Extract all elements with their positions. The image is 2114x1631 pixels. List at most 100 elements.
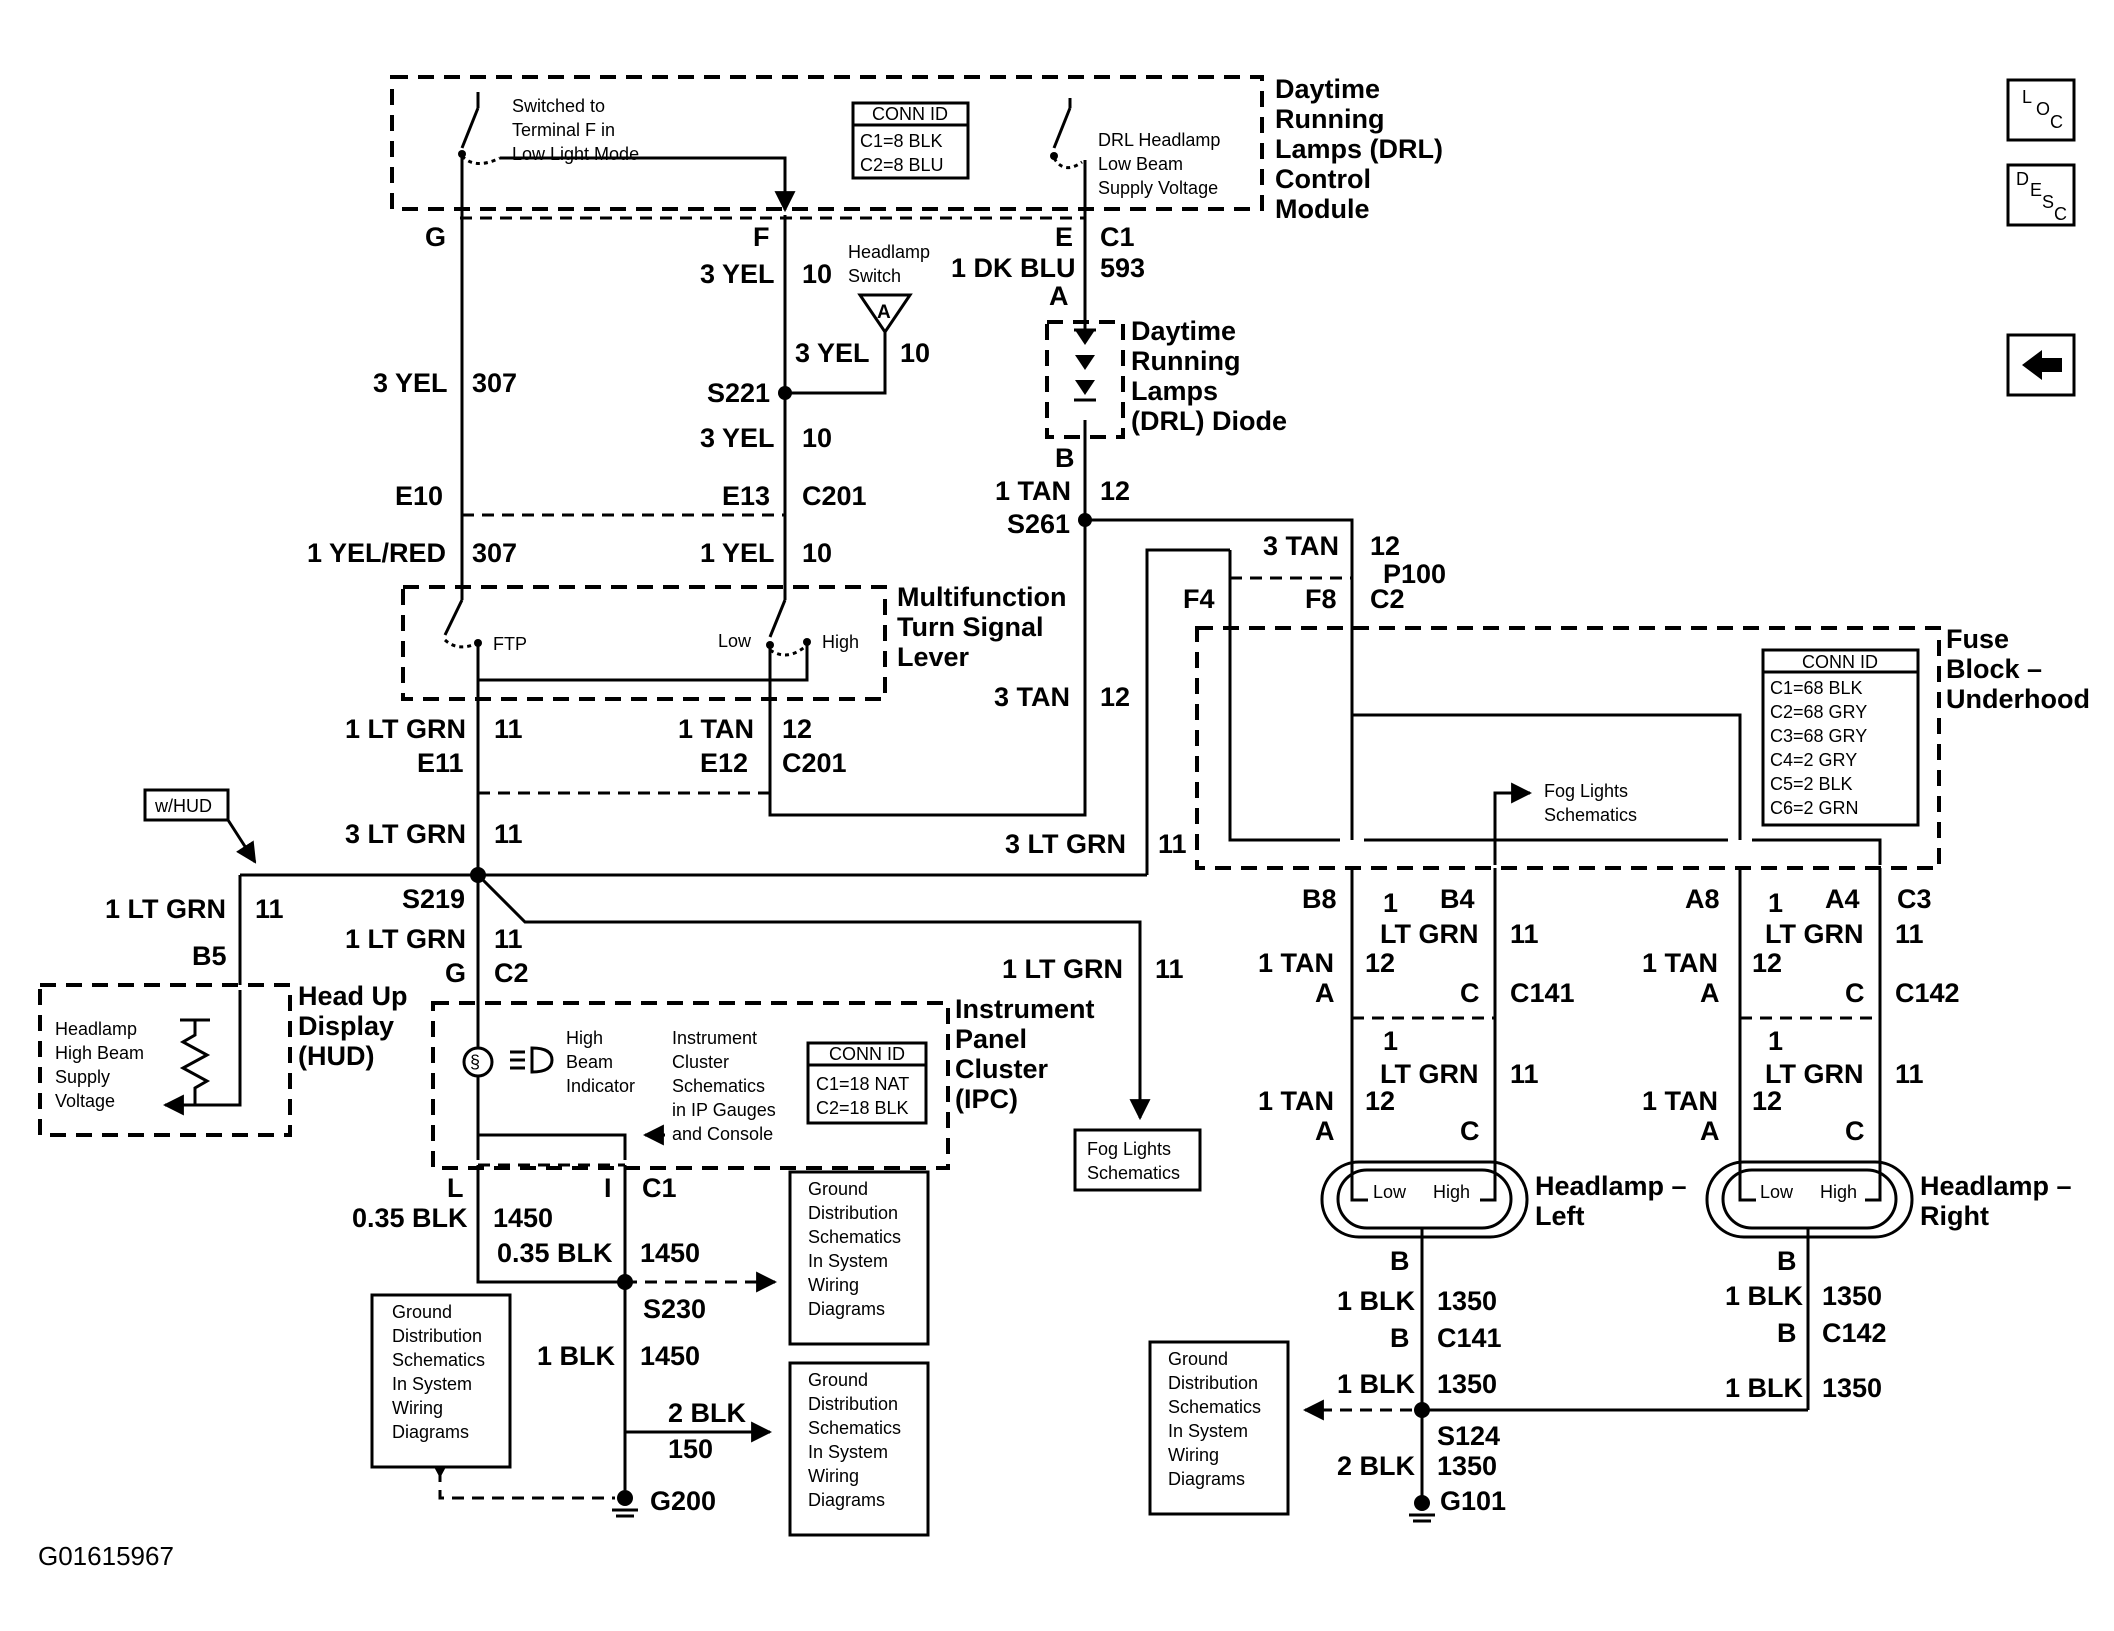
lbl: 10	[802, 259, 832, 289]
lbl: 1 LT GRN	[105, 894, 226, 924]
lbl: 593	[1100, 253, 1145, 283]
diode-title: Daytime	[1131, 316, 1236, 346]
svg-text:C: C	[2050, 112, 2063, 132]
lbl: 1 LT GRN	[1002, 954, 1123, 984]
fog-lights-ref-box: Fog Lights Schematics	[1073, 1128, 1202, 1192]
lbl: S219	[402, 884, 465, 914]
lbl: 3 LT GRN	[345, 819, 466, 849]
hud-note: High Beam	[55, 1043, 144, 1063]
fog-fuse-note: Schematics	[1544, 805, 1637, 825]
fog-note: Schematics	[1087, 1163, 1180, 1183]
svg-text:C: C	[2054, 204, 2067, 224]
drl-title-line: Control	[1275, 164, 1371, 194]
lbl: B8	[1302, 884, 1337, 914]
gnd-note: Distribution	[808, 1203, 898, 1223]
lbl: A	[1049, 281, 1069, 311]
lbl: 1	[1768, 1026, 1783, 1056]
svg-text:D: D	[2016, 169, 2029, 189]
lbl: LT GRN	[1765, 1059, 1863, 1089]
lbl: C2	[494, 958, 529, 988]
diode-title: (DRL) Diode	[1131, 406, 1287, 436]
hud-title: (HUD)	[298, 1041, 374, 1071]
lbl: 1 TAN	[1642, 1086, 1718, 1116]
lbl: A	[1700, 1116, 1720, 1146]
ground-ref-box: Ground Distribution Schematics In System…	[788, 1170, 930, 1346]
conn-title: CONN ID	[829, 1044, 905, 1064]
lbl: F	[753, 222, 770, 252]
desc-icon[interactable]: D E S C	[2006, 163, 2076, 227]
lever-title: Multifunction	[897, 582, 1066, 612]
ic-ref-note: Instrument	[672, 1028, 757, 1048]
fuse-conn-table: CONN ID C1=68 BLK C2=68 GRY C3=68 GRY C4…	[1761, 648, 1920, 827]
headlamp-left-title: Left	[1535, 1201, 1585, 1231]
fuse-title: Fuse	[1946, 624, 2009, 654]
lbl: 1450	[640, 1341, 700, 1371]
lbl: E13	[722, 481, 770, 511]
ftp-label: FTP	[493, 634, 527, 654]
lbl: 1 BLK	[1337, 1286, 1416, 1316]
loc-icon[interactable]: L O C	[2006, 78, 2076, 142]
whud-tag: w/HUD	[143, 788, 257, 864]
lbl: C	[1460, 1116, 1480, 1146]
lbl: C201	[782, 748, 847, 778]
lbl: 11	[494, 714, 523, 744]
lbl: C141	[1437, 1323, 1502, 1353]
lbl: 1 BLK	[1337, 1369, 1416, 1399]
svg-text:E: E	[2030, 180, 2042, 200]
drl-module-title: Daytime Running Lamps (DRL) Control Modu…	[1275, 74, 1443, 224]
lbl: A	[1700, 978, 1720, 1008]
lbl: F4	[1183, 584, 1215, 614]
low-label: Low	[718, 631, 752, 651]
lbl: C142	[1895, 978, 1960, 1008]
lbl: C3	[1897, 884, 1932, 914]
hud-note: Supply	[55, 1067, 110, 1087]
ipc-title: Cluster	[955, 1054, 1049, 1084]
lbl: 3 TAN	[1263, 531, 1339, 561]
lbl: A	[1315, 1116, 1335, 1146]
lbl: 1 LT GRN	[345, 924, 466, 954]
headlamp-left-title: Headlamp –	[1535, 1171, 1687, 1201]
fog-fuse-note: Fog Lights	[1544, 781, 1628, 801]
lbl: 1 DK BLU	[951, 253, 1076, 283]
gnd-note: In System	[808, 1251, 888, 1271]
fuse-block-underhood: Fog Lights Schematics CONN ID C1=68 BLK …	[1195, 550, 1941, 870]
gnd-note: Schematics	[808, 1418, 901, 1438]
lbl: 1	[1768, 888, 1783, 918]
lbl: A4	[1825, 884, 1860, 914]
high-beam-note: High	[566, 1028, 603, 1048]
gnd-note: Wiring	[1168, 1445, 1219, 1465]
lbl: 1350	[1437, 1451, 1497, 1481]
lbl: E	[1055, 222, 1073, 252]
drl-title-line: Daytime	[1275, 74, 1380, 104]
lever-title: Lever	[897, 642, 970, 672]
lbl: 3 YEL	[700, 259, 775, 289]
lbl: 1 YEL/RED	[307, 538, 446, 568]
head-up-display: Headlamp High Beam Supply Voltage	[38, 983, 292, 1137]
ipc-title: (IPC)	[955, 1084, 1018, 1114]
lbl: 10	[802, 538, 832, 568]
lbl: C141	[1510, 978, 1575, 1008]
lbl: 1350	[1437, 1286, 1497, 1316]
drl-supply-note: Supply Voltage	[1098, 178, 1218, 198]
drl-title-line: Lamps (DRL)	[1275, 134, 1443, 164]
back-arrow-icon[interactable]	[2006, 333, 2076, 397]
lbl: 11	[1155, 954, 1184, 984]
lbl: S230	[643, 1294, 706, 1324]
lbl: E12	[700, 748, 748, 778]
lbl: C	[1845, 1116, 1865, 1146]
lbl: 1 TAN	[678, 714, 754, 744]
gnd-note: Diagrams	[808, 1299, 885, 1319]
gnd-note: Ground	[808, 1179, 868, 1199]
lbl: F8	[1305, 584, 1337, 614]
high-beam-note: Indicator	[566, 1076, 635, 1096]
gnd-note: Diagrams	[1168, 1469, 1245, 1489]
lbl: 10	[900, 338, 930, 368]
drl-title-line: Module	[1275, 194, 1370, 224]
lbl: 3 LT GRN	[1005, 829, 1126, 859]
svg-text:S: S	[2042, 192, 2054, 212]
conn-row: C4=2 GRY	[1770, 750, 1857, 770]
lbl: 11	[1510, 919, 1539, 949]
gnd-note: Distribution	[392, 1326, 482, 1346]
lamp-low-label: Low	[1373, 1182, 1407, 1202]
